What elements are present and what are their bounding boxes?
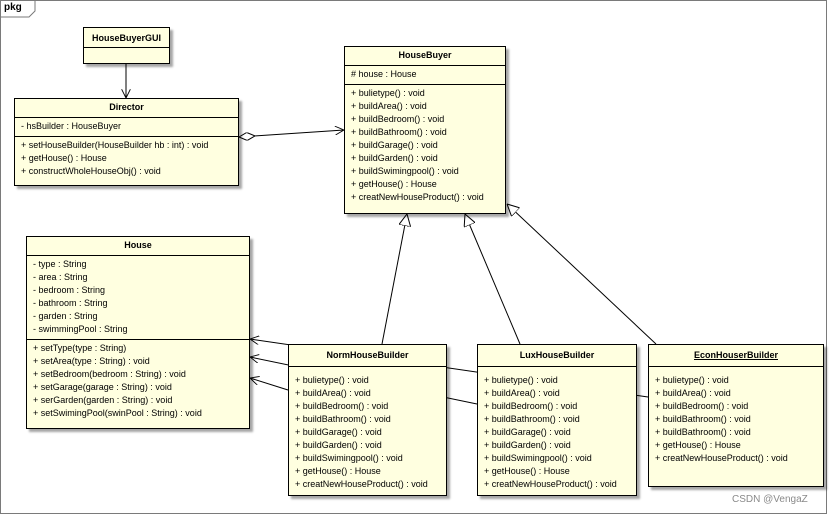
operation-item: + buildBathroom() : void [655,427,751,437]
watermark: CSDN @VengaZ [732,494,808,505]
edge-director-housebuyer [239,130,344,137]
operation-item: + bulietype() : void [351,88,425,98]
operation-item: + buildSwimingpool() : void [295,453,403,463]
operation-item: + buildBathroom() : void [484,414,580,424]
operation-item: + getHouse() : House [295,466,381,476]
operation-item: + buildSwimingpool() : void [351,166,459,176]
operations-section: + setHouseBuilder(HouseBuilder hb : int)… [15,137,238,181]
attributes-section: - hsBuilder : HouseBuyer [15,118,238,137]
attribute-item: - hsBuilder : HouseBuyer [21,121,122,131]
operation-item: + setSwimingPool(swinPool : String) : vo… [33,408,202,418]
operations-section: + bulietype() : void + buildArea() : void… [478,367,636,494]
attribute-item: # house : House [351,69,417,79]
package-tab [0,0,36,18]
attribute-item: - garden : String [33,311,98,321]
operation-item: + setHouseBuilder(HouseBuilder hb : int)… [21,140,209,150]
class-name: LuxHouseBuilder [478,345,636,367]
operation-item: + getHouse() : House [351,179,437,189]
operation-item: + buildBedroom() : void [351,114,445,124]
operation-item: + buildBathroom() : void [655,414,751,424]
operation-item: + creatNewHouseProduct() : void [351,192,484,202]
operation-item: + buildGarden() : void [484,440,571,450]
operation-item: + setType(type : String) [33,343,127,353]
class-name: NormHouseBuilder [289,345,446,367]
edge-norm-housebuyer [381,214,407,345]
class-name: House [27,237,249,256]
operation-item: + buildBedroom() : void [655,401,749,411]
operation-item: + getHouse() : House [21,153,107,163]
operations-section: + bulietype() : void + buildArea() : void… [345,85,505,207]
edge-norm-house [250,378,289,391]
attribute-item: - area : String [33,272,88,282]
class-housebuyergui[interactable]: HouseBuyerGUI [83,27,170,64]
attributes-section: - type : String - area : String - bedroom … [27,256,249,340]
operation-item: + buildGarden() : void [351,153,438,163]
operation-item: + buildGarage() : void [295,427,382,437]
operation-item: + constructWholeHouseObj() : void [21,166,161,176]
attribute-item: - swimmingPool : String [33,324,128,334]
operation-item: + setGarage(garage : String) : void [33,382,172,392]
class-name: Director [15,99,238,118]
operation-item: + bulietype() : void [484,375,558,385]
operation-item: + buildBedroom() : void [295,401,389,411]
class-name: EconHouserBuilder [649,345,823,367]
class-house[interactable]: House - type : String - area : String - be… [26,236,250,429]
operation-item: + getHouse() : House [484,466,570,476]
operation-item: + getHouse() : House [655,440,741,450]
class-luxhousebuilder[interactable]: LuxHouseBuilder + bulietype() : void+ bu… [477,344,637,496]
class-econhouserbuilder[interactable]: EconHouserBuilder + bulietype() : void+ … [648,344,824,487]
edge-lux-housebuyer [465,214,521,345]
class-director[interactable]: Director - hsBuilder : HouseBuyer + setH… [14,98,239,186]
operation-item: + buildArea() : void [655,388,731,398]
operation-item: + setBedroom(bedroom : String) : void [33,369,186,379]
operation-item: + buildArea() : void [295,388,371,398]
operation-item: + buildArea() : void [351,101,427,111]
operations-section: + setType(type : String) + setArea(type :… [27,340,249,423]
attribute-item: - type : String [33,259,87,269]
operation-item: + buildBathroom() : void [295,414,391,424]
operation-item: + creatNewHouseProduct() : void [655,453,788,463]
operation-item: + buildBathroom() : void [351,127,447,137]
operation-item: + setArea(type : String) : void [33,356,150,366]
operation-item: + creatNewHouseProduct() : void [295,479,428,489]
package-label: pkg [4,2,22,13]
operation-item: + bulietype() : void [655,375,729,385]
operation-item: + buildSwimingpool() : void [484,453,592,463]
attribute-item: - bathroom : String [33,298,108,308]
operation-item: + buildBedroom() : void [484,401,578,411]
operation-item: + buildGarden() : void [295,440,382,450]
operation-item: + buildArea() : void [484,388,560,398]
attributes-section: # house : House [345,66,505,85]
operation-item: + serGarden(garden : String) : void [33,395,173,405]
operation-item: + buildGarage() : void [484,427,571,437]
attribute-item: - bedroom : String [33,285,106,295]
class-normhousebuilder[interactable]: NormHouseBuilder + bulietype() : void+ b… [288,344,447,496]
class-name: HouseBuyer [345,47,505,66]
class-housebuyer[interactable]: HouseBuyer # house : House + bulietype()… [344,46,506,214]
operation-item: + buildGarage() : void [351,140,438,150]
operations-section: + bulietype() : void + buildArea() : void… [649,367,823,468]
operations-section: + bulietype() : void + buildArea() : void… [289,367,446,494]
operation-item: + bulietype() : void [295,375,369,385]
edge-econ-housebuyer [507,204,657,345]
class-name: HouseBuyerGUI [84,28,169,48]
operation-item: + creatNewHouseProduct() : void [484,479,617,489]
